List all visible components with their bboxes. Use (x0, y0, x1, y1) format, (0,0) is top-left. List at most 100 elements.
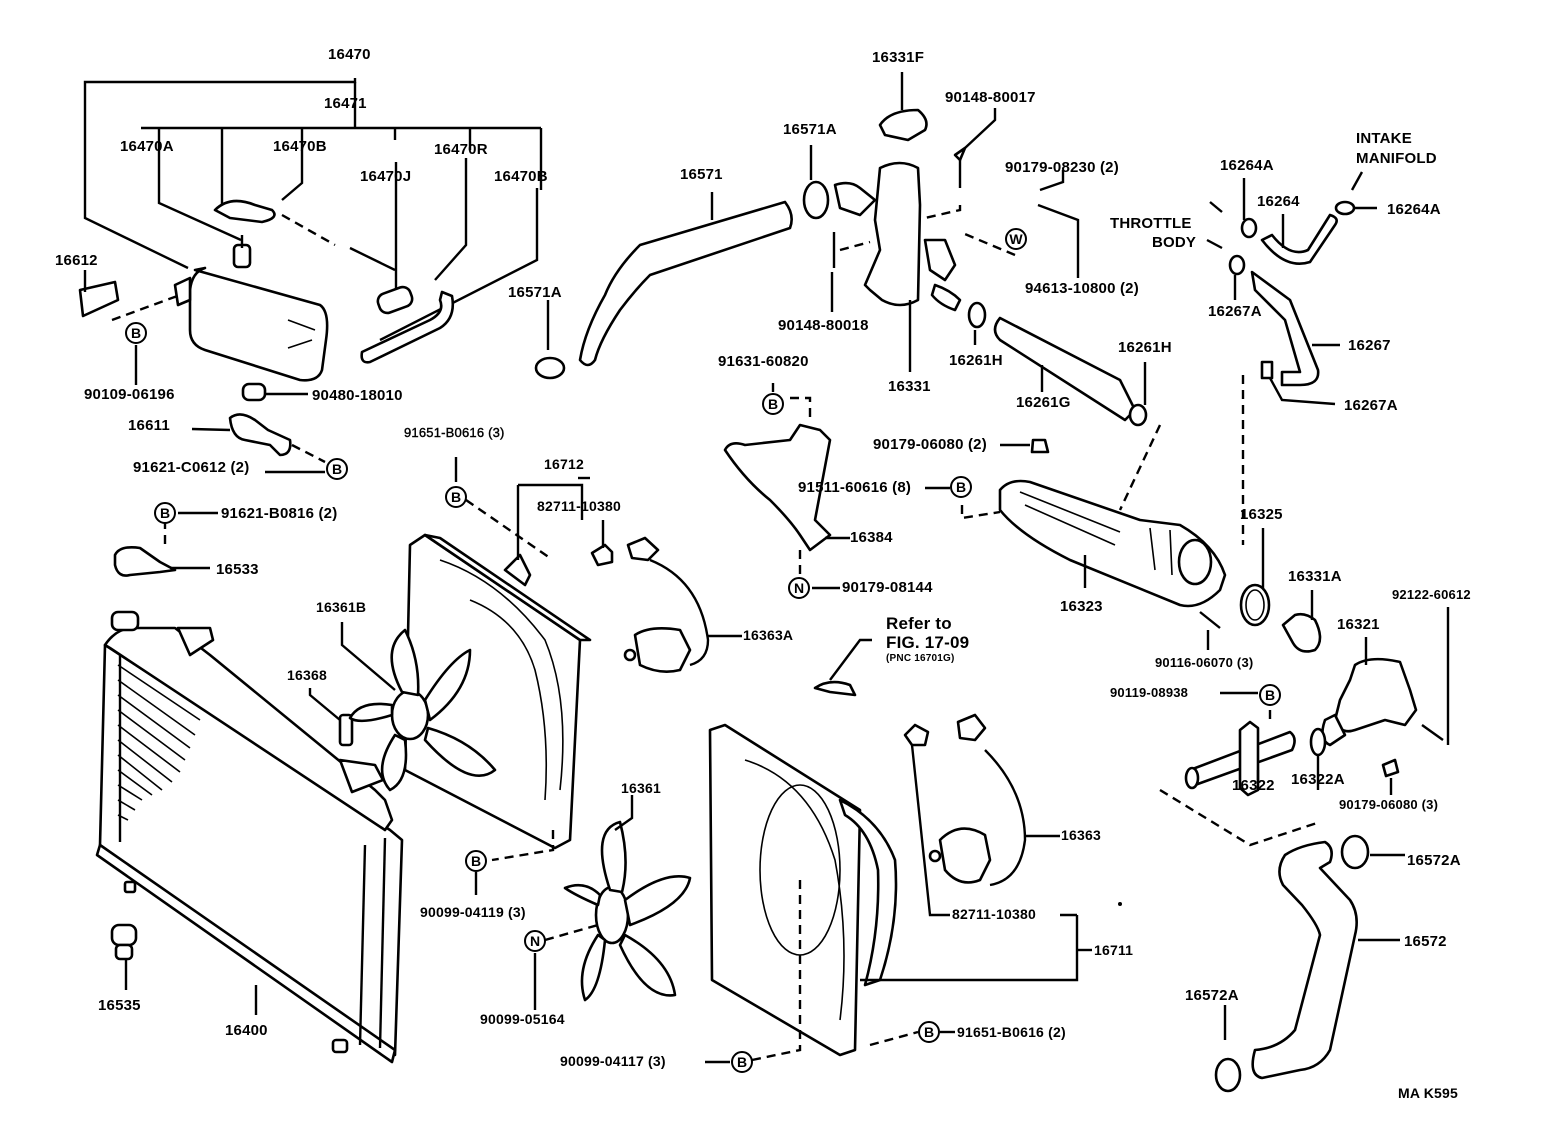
gasket-16325 (1239, 528, 1271, 627)
part-label-91651-B0616: 91651-B0616 (2) (957, 1024, 1066, 1040)
part-label-90179-08144: 90179-08144 (842, 579, 933, 596)
part-label-16267A: 16267A (1208, 303, 1262, 320)
part-label-16470: 16470 (328, 46, 371, 63)
part-label-16331: 16331 (888, 378, 931, 395)
part-label-90179-08230: 90179-08230 (2) (1005, 159, 1119, 176)
part-label-16323: 16323 (1060, 598, 1103, 615)
callout-N: N (788, 577, 810, 599)
bolts-90116 (1199, 611, 1221, 650)
part-label-16611: 16611 (128, 417, 170, 434)
part-label-16612: 16612 (55, 252, 98, 269)
part-label-16572: 16572 (1404, 933, 1447, 950)
part-label-16264A: 16264A (1387, 201, 1441, 218)
part-label-91651-B0616: 91651-B0616 (3) (404, 425, 505, 440)
part-label-16267A: 16267A (1344, 397, 1398, 414)
part-label-16384: 16384 (850, 529, 893, 546)
direction-label-intake-manifold: INTAKE (1356, 130, 1412, 147)
part-label-90119-08938: 90119-08938 (1110, 685, 1189, 700)
part-label-16322: 16322 (1232, 777, 1275, 794)
part-label-16261H: 16261H (949, 352, 1003, 369)
part-label-90148-80018: 90148-80018 (778, 317, 869, 334)
fan-shroud-16712 (403, 457, 592, 895)
hose-16470B (349, 246, 396, 272)
part-label-16571: 16571 (680, 166, 723, 183)
part-label-90179-06080: 90179-06080 (2) (873, 436, 987, 453)
lower-hose-16572 (1251, 840, 1400, 1080)
callout-B: B (950, 476, 972, 498)
reference-note: (PNC 16701G) (886, 653, 955, 664)
reservoir-cap-16470A (213, 199, 276, 224)
part-label-90099-04119: 90099-04119 (3) (420, 904, 526, 920)
part-label-90179-06080: 90179-06080 (3) (1339, 797, 1439, 812)
stud-94613 (959, 170, 1080, 278)
part-label-16470A: 16470A (120, 138, 174, 155)
part-label-16470B: 16470B (494, 168, 548, 185)
part-label-90116-06070: 90116-06070 (3) (1155, 655, 1254, 670)
o-ring-16322A (1309, 727, 1327, 790)
part-label-16261H: 16261H (1118, 339, 1172, 356)
part-label-16535: 16535 (98, 997, 141, 1014)
callout-B: B (918, 1021, 940, 1043)
part-label-16470R: 16470R (434, 141, 488, 158)
part-label-90099-05164: 90099-05164 (480, 1011, 565, 1027)
radiator-16400 (95, 610, 404, 1064)
direction-label-throttle-body: BODY (1152, 234, 1197, 251)
part-label-94613-10800: 94613-10800 (2) (1025, 280, 1139, 297)
plug-90480 (241, 382, 308, 402)
part-label-90109-06196: 90109-06196 (84, 386, 175, 403)
part-label-16267: 16267 (1348, 337, 1391, 354)
part-label-16331A: 16331A (1288, 568, 1342, 585)
overflow-tube-16470R (360, 290, 455, 364)
callout-B: B (326, 458, 348, 480)
clamp-16571A (534, 145, 830, 380)
part-label-16470B: 16470B (273, 138, 327, 155)
part-label-16264: 16264 (1257, 193, 1300, 210)
part-label-16331F: 16331F (872, 49, 925, 66)
figure-code: MA K595 (1398, 1085, 1459, 1101)
bracket-16384 (723, 383, 850, 590)
radiator-cap-16331F (878, 108, 928, 142)
direction-label-intake-manifold: MANIFOLD (1356, 150, 1437, 167)
reservoir-tank-16470 (173, 235, 329, 382)
thermostat-16331A (1281, 590, 1322, 653)
hose-16264 (1206, 171, 1377, 265)
direction-label-throttle-body: THROTTLE (1110, 215, 1192, 232)
part-label-16321: 16321 (1337, 616, 1380, 633)
connector-82711-1 (590, 520, 614, 567)
callout-B: B (762, 393, 784, 415)
part-label-16711: 16711 (1094, 942, 1134, 958)
part-label-16572A: 16572A (1185, 987, 1239, 1004)
part-label-16712: 16712 (544, 456, 584, 472)
part-label-90099-04117: 90099-04117 (3) (560, 1053, 666, 1069)
fan-16361B (340, 622, 497, 792)
part-label-16470J: 16470J (360, 168, 412, 185)
part-label-16471: 16471 (324, 95, 367, 112)
part-label-16361: 16361 (621, 780, 661, 796)
bracket-16612 (78, 280, 181, 322)
bypass-hose-16261G (967, 301, 1148, 427)
part-label-16361B: 16361B (316, 599, 367, 615)
fan-16361 (533, 795, 692, 1010)
part-label-16400: 16400 (225, 1022, 268, 1039)
callout-B: B (445, 486, 467, 508)
water-inlet-16323 (925, 424, 1227, 608)
part-label-91621-B0816: 91621-B0816 (2) (221, 505, 338, 522)
callout-B: B (1259, 684, 1281, 706)
part-label-16363: 16363 (1061, 827, 1101, 843)
callout-B: B (465, 850, 487, 872)
nut-90179-06080-2 (1000, 438, 1050, 454)
part-label-16572A: 16572A (1407, 852, 1461, 869)
fan-shroud-16711 (705, 723, 1092, 1064)
callout-B: B (125, 322, 147, 344)
clip-16368 (308, 688, 354, 747)
part-label-16261G: 16261G (1016, 394, 1071, 411)
part-label-91511-60616: 91511-60616 (8) (798, 479, 912, 496)
part-label-92122-60612: 92122-60612 (1392, 587, 1471, 602)
fan-motor-16363 (928, 713, 1060, 887)
clamps-16572A (1214, 834, 1405, 1093)
callout-B: B (731, 1051, 753, 1073)
upper-hose-16571 (578, 192, 793, 367)
part-label-82711-10380: 82711-10380 (952, 906, 1036, 922)
part-label-16571A: 16571A (508, 284, 562, 301)
